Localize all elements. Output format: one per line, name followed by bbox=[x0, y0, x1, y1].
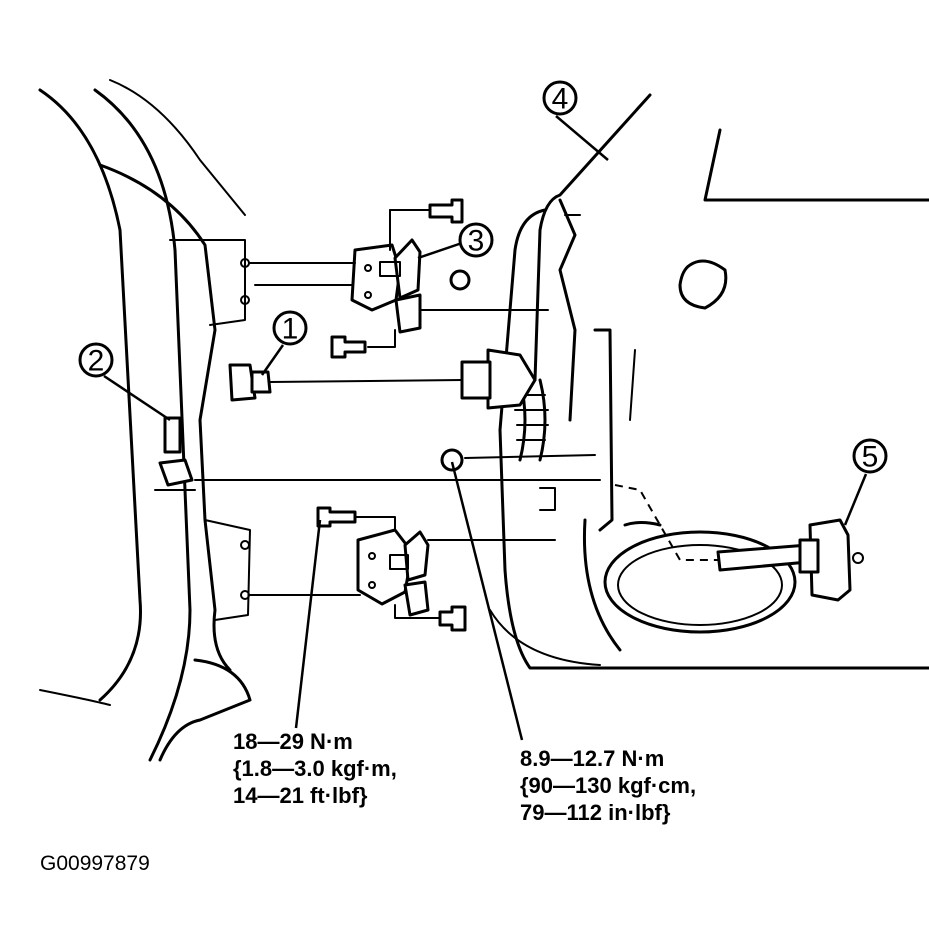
door-shell bbox=[489, 93, 929, 670]
door-check-link bbox=[716, 518, 864, 602]
figure-id: G00997879 bbox=[40, 852, 150, 875]
upper-hinge bbox=[350, 238, 422, 334]
callout-1-label: 1 bbox=[282, 313, 299, 346]
torque-line: {90—130 kgf·cm, bbox=[520, 773, 697, 798]
callout-5: 5 bbox=[852, 438, 888, 474]
hinge-bolts bbox=[316, 198, 471, 632]
callout-5-label: 5 bbox=[862, 441, 879, 474]
torque-line: 18—29 N·m bbox=[233, 729, 353, 754]
torque-line: 8.9—12.7 N·m bbox=[520, 746, 665, 771]
callout-2: 2 bbox=[78, 342, 114, 378]
torque-line: 14—21 ft·lbf} bbox=[233, 783, 368, 808]
lower-hinge bbox=[356, 528, 430, 617]
torque-line: 79—112 in·lbf} bbox=[520, 800, 671, 825]
body-pillar bbox=[38, 79, 252, 762]
callout-3-label: 3 bbox=[468, 225, 485, 258]
callout-4-label: 4 bbox=[552, 83, 569, 116]
callout-1: 1 bbox=[272, 310, 308, 346]
callout-4: 4 bbox=[542, 80, 578, 116]
callout-3: 3 bbox=[458, 222, 494, 258]
torque-line: {1.8—3.0 kgf·m, bbox=[233, 756, 397, 781]
callout-2-label: 2 bbox=[88, 345, 105, 378]
door-check-pin bbox=[154, 416, 196, 491]
callout-leaders bbox=[103, 115, 868, 741]
wiring-harness bbox=[460, 348, 549, 462]
assembly-lines bbox=[194, 209, 718, 619]
torque-spec-hinge-bolts: 18—29 N·m {1.8—3.0 kgf·m, 14—21 ft·lbf} bbox=[233, 728, 397, 809]
torque-spec-check-link-bolts: 8.9—12.7 N·m {90—130 kgf·cm, 79—112 in·l… bbox=[520, 745, 696, 826]
